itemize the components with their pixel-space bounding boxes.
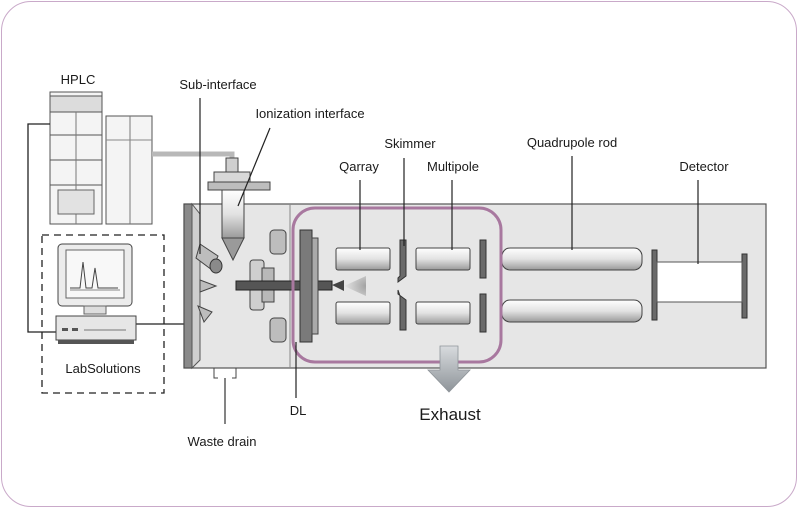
skimmer-label: Skimmer	[384, 136, 436, 151]
multipole-label: Multipole	[427, 159, 479, 174]
multipole-rod-bottom	[415, 301, 471, 325]
sample-tubing	[152, 151, 235, 165]
qarray-rod-bottom	[335, 301, 391, 325]
highlight-region	[291, 206, 503, 364]
source-plate	[183, 203, 193, 369]
waste-drain-label: Waste drain	[188, 434, 257, 449]
hplc-unit	[49, 91, 153, 225]
quadrupole-rod-top	[501, 247, 643, 271]
quadrupole-rod-label: Quadrupole rod	[527, 135, 617, 150]
source-plate-bevel	[191, 202, 201, 370]
lens-plate-bottom	[479, 293, 487, 333]
exhaust-label: Exhaust	[419, 405, 481, 424]
labsolutions-label: LabSolutions	[65, 361, 141, 376]
detector-label: Detector	[679, 159, 729, 174]
sub-interface-probes	[195, 243, 223, 323]
ionization-probe	[207, 157, 271, 262]
qarray-label: Qarray	[339, 159, 379, 174]
ionization-interface-leader	[237, 127, 271, 207]
qarray-rod-top	[335, 247, 391, 271]
detector	[651, 249, 748, 321]
exhaust-arrow	[427, 345, 471, 393]
sub-interface-label: Sub-interface	[179, 77, 256, 92]
skimmer-top	[397, 239, 407, 283]
multipole-rod-top	[415, 247, 471, 271]
lens-plate-top	[479, 239, 487, 279]
skimmer-bottom	[397, 289, 407, 331]
waste-drain	[213, 368, 237, 424]
quadrupole-rod-bottom	[501, 299, 643, 323]
desolvation-line	[235, 229, 344, 343]
ion-spray	[344, 276, 366, 296]
labsolutions-box	[41, 234, 165, 394]
dl-label: DL	[290, 403, 307, 418]
ionization-interface-label: Ionization interface	[255, 106, 364, 121]
computer-icon	[55, 243, 137, 344]
hplc-label: HPLC	[61, 72, 96, 87]
